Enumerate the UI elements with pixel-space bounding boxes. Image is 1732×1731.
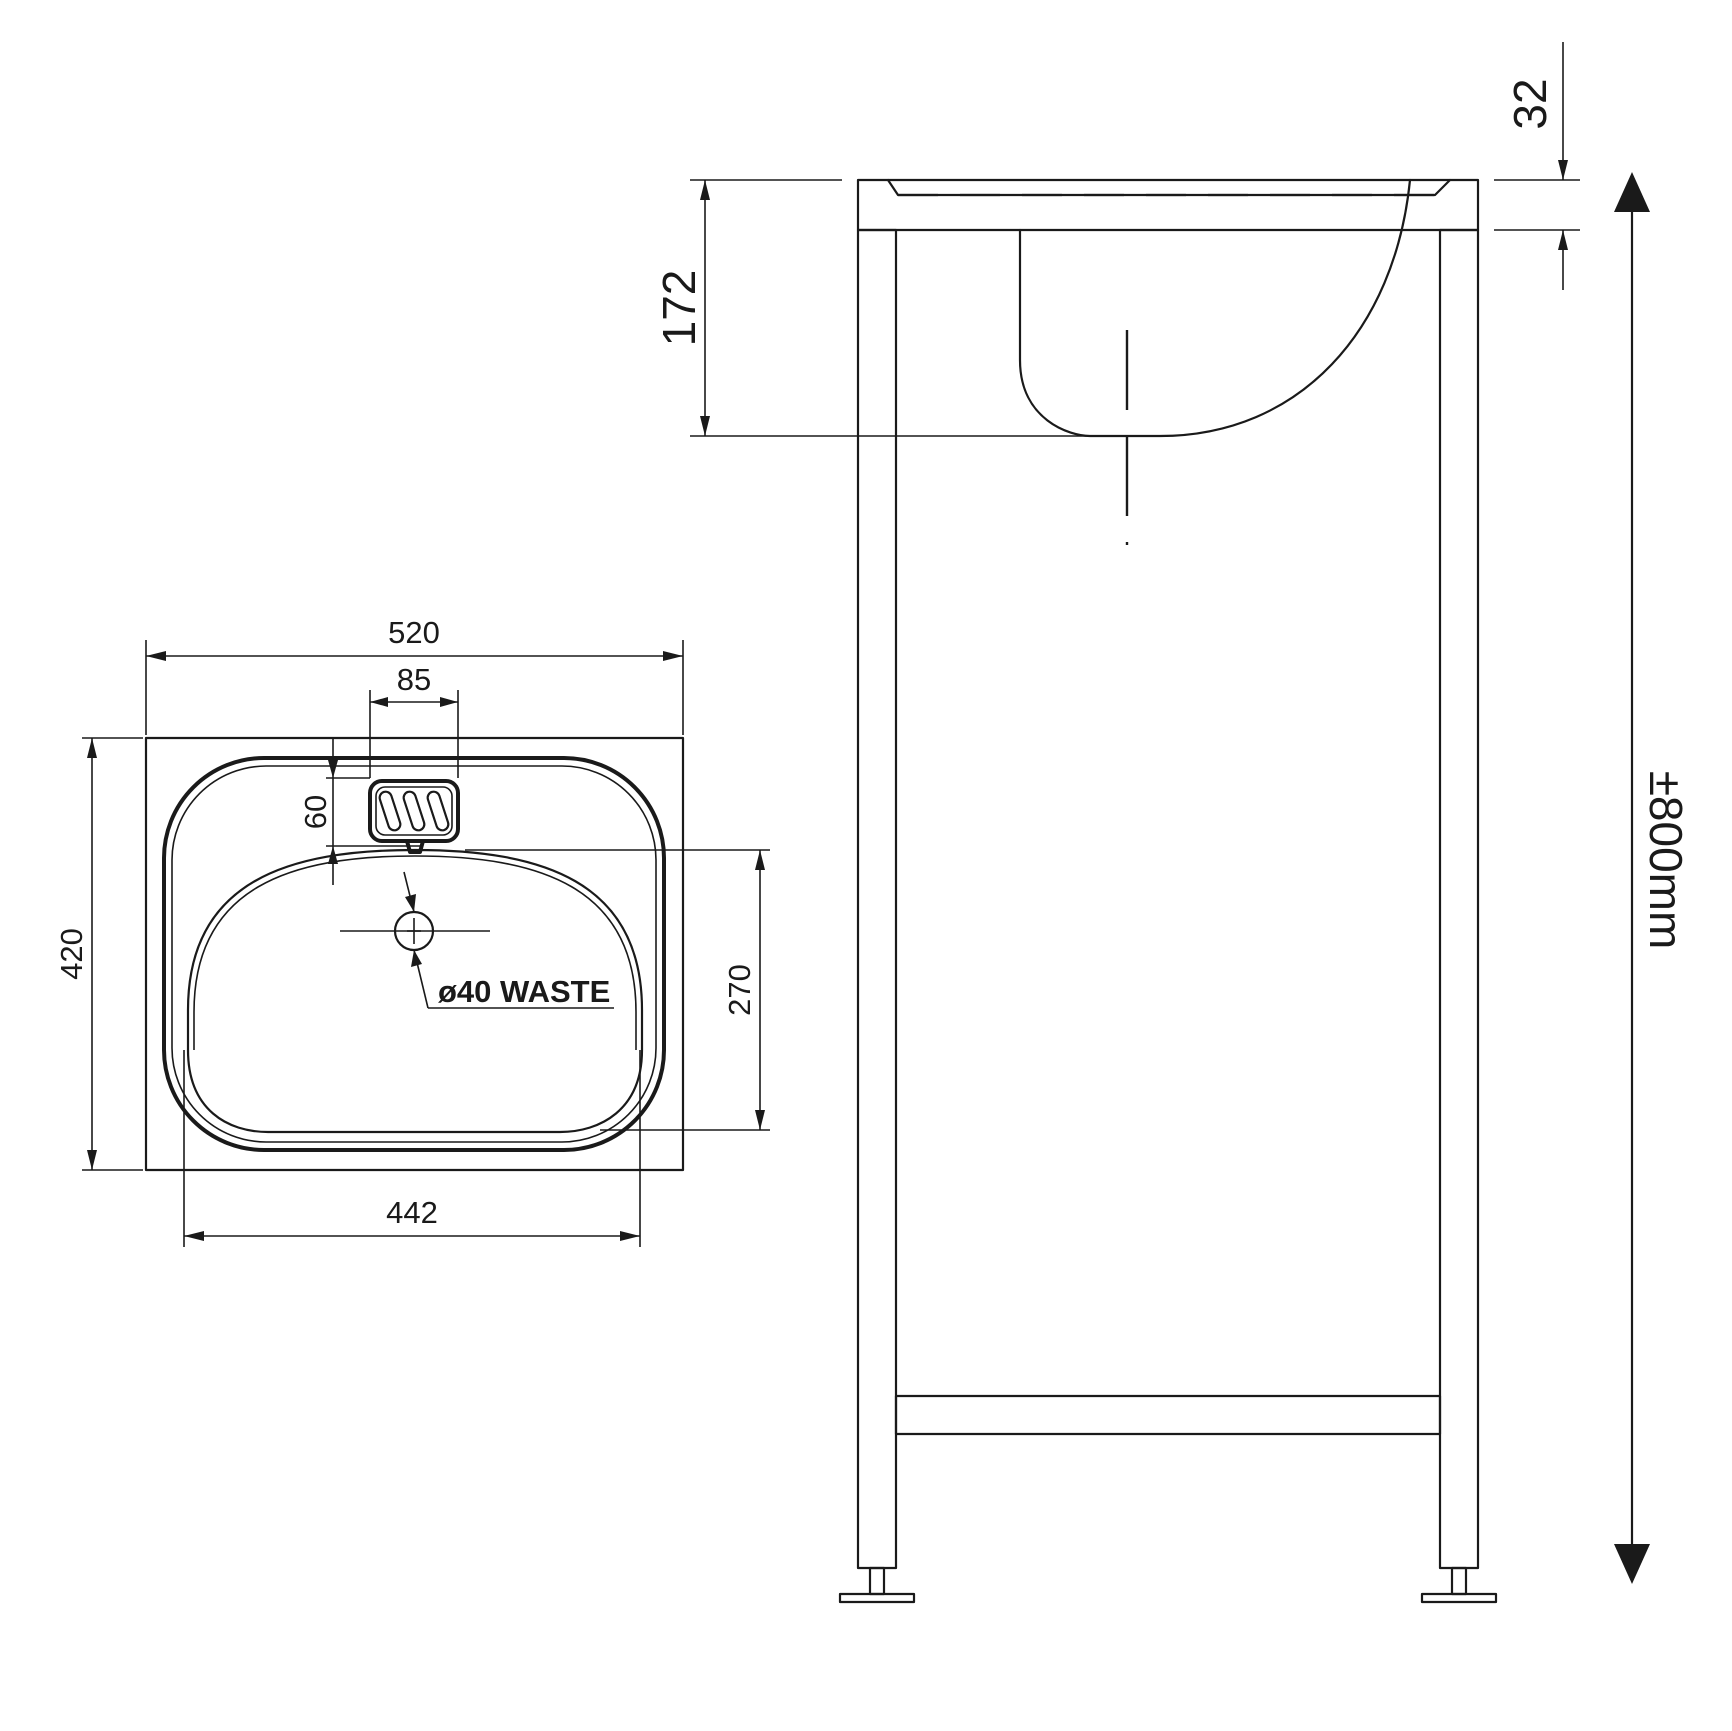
waste-outlet [340, 871, 614, 1009]
dimension-60: 60 [298, 738, 420, 885]
rim-inner-lip [886, 178, 1452, 197]
svg-text:420: 420 [54, 928, 89, 980]
bowl-outline [186, 848, 644, 1134]
basin-rim-inner [171, 765, 657, 1143]
sink-rim [856, 178, 1480, 232]
basin-rim-outer [162, 756, 666, 1152]
bowl-inner-line [193, 855, 637, 1050]
svg-text:60: 60 [298, 795, 333, 829]
right-foot [1420, 1566, 1498, 1604]
dimension-172: 172 [653, 179, 1090, 437]
svg-text:±800mm: ±800mm [1640, 771, 1692, 950]
svg-text:442: 442 [386, 1195, 438, 1230]
left-foot [838, 1566, 916, 1604]
left-leg [856, 228, 898, 1570]
dimension-520: 520 [145, 615, 684, 735]
dimension-270: 270 [465, 849, 770, 1131]
dimension-442: 442 [183, 1050, 641, 1247]
svg-text:270: 270 [722, 964, 757, 1016]
side-view: 172 32 ±800mm [653, 42, 1692, 1604]
dimension-85: 85 [369, 662, 459, 778]
bowl-profile [1018, 178, 1412, 438]
dimension-overall-height: ±800mm [1614, 172, 1692, 1584]
right-leg [1438, 228, 1480, 1570]
svg-text:520: 520 [388, 615, 440, 650]
sink-top-outline [144, 736, 685, 1172]
tap-plinth [368, 779, 460, 854]
dimension-32: 32 [1494, 42, 1580, 290]
plan-view: ø40 WASTE 520 85 60 [54, 615, 770, 1247]
bottom-rail [894, 1394, 1442, 1436]
waste-label: ø40 WASTE [438, 974, 610, 1009]
svg-text:85: 85 [397, 662, 431, 697]
dimension-420: 420 [54, 737, 143, 1171]
svg-text:32: 32 [1504, 78, 1556, 129]
svg-text:172: 172 [653, 270, 705, 347]
